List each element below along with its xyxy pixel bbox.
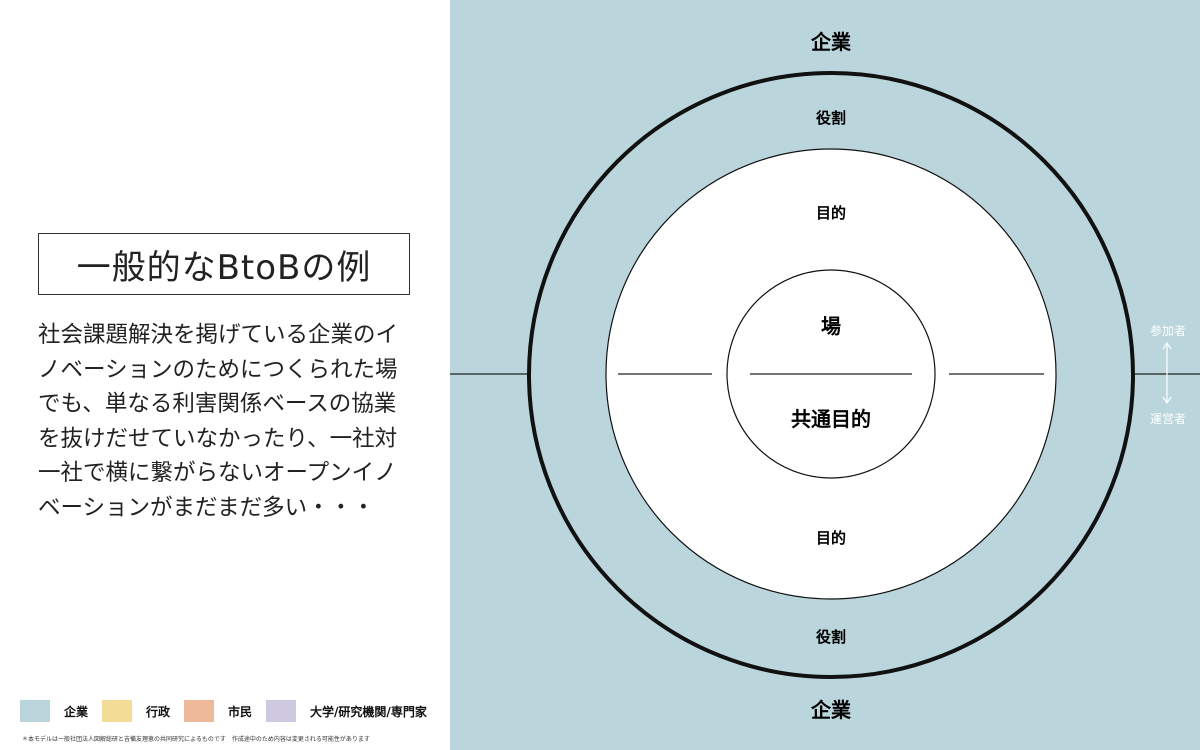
outer-ring-bottom-label: 役割 — [816, 628, 846, 646]
legend-label: 大学/研究機関/専門家 — [310, 704, 427, 719]
legend-label: 行政 — [146, 704, 171, 719]
legend-swatch-company — [20, 700, 50, 722]
description-text: 社会課題解決を掲げている企業のイノベーションのためにつくられた場でも、単なる利害… — [38, 322, 399, 521]
legend-item-university: 大学/研究機関/専門家 — [266, 700, 427, 722]
outer-ring-top-label: 役割 — [816, 109, 846, 127]
legend-item-citizen: 市民 — [184, 700, 252, 722]
legend-item-company: 企業 — [20, 700, 88, 722]
legend: 企業 行政 市民 大学/研究機関/専門家 — [20, 700, 441, 722]
page-title: 一般的なBtoBの例 — [38, 233, 410, 295]
middle-bottom-label: 目的 — [816, 529, 846, 547]
legend-item-government: 行政 — [102, 700, 170, 722]
middle-top-label: 目的 — [816, 204, 846, 222]
participant-label: 参加者 — [1150, 323, 1186, 338]
arrow-up-icon — [1162, 341, 1172, 350]
arrow-down-icon — [1162, 396, 1172, 405]
concentric-diagram: 企業 役割 目的 場 共通目的 目的 役割 企業 参加者 運営者 — [450, 0, 1200, 750]
footnote: ＊本モデルは一般社団法人図解総研と吉備友理恵の共同研究によるものです 作成途中の… — [22, 736, 370, 743]
legend-label: 企業 — [64, 704, 89, 719]
legend-swatch-citizen — [184, 700, 215, 722]
legend-label: 市民 — [228, 704, 253, 719]
center-bottom-label: 共通目的 — [791, 407, 871, 431]
operator-label: 運営者 — [1150, 412, 1186, 426]
center-top-label: 場 — [821, 314, 841, 338]
legend-swatch-university — [266, 700, 297, 722]
top-company-label: 企業 — [810, 30, 852, 54]
bottom-company-label: 企業 — [810, 698, 852, 722]
left-panel: 一般的なBtoBの例 社会課題解決を掲げている企業のイノベーションのためにつくら… — [0, 0, 450, 750]
legend-swatch-government — [102, 700, 133, 722]
diagram-panel: 企業 役割 目的 場 共通目的 目的 役割 企業 参加者 運営者 — [450, 0, 1200, 750]
